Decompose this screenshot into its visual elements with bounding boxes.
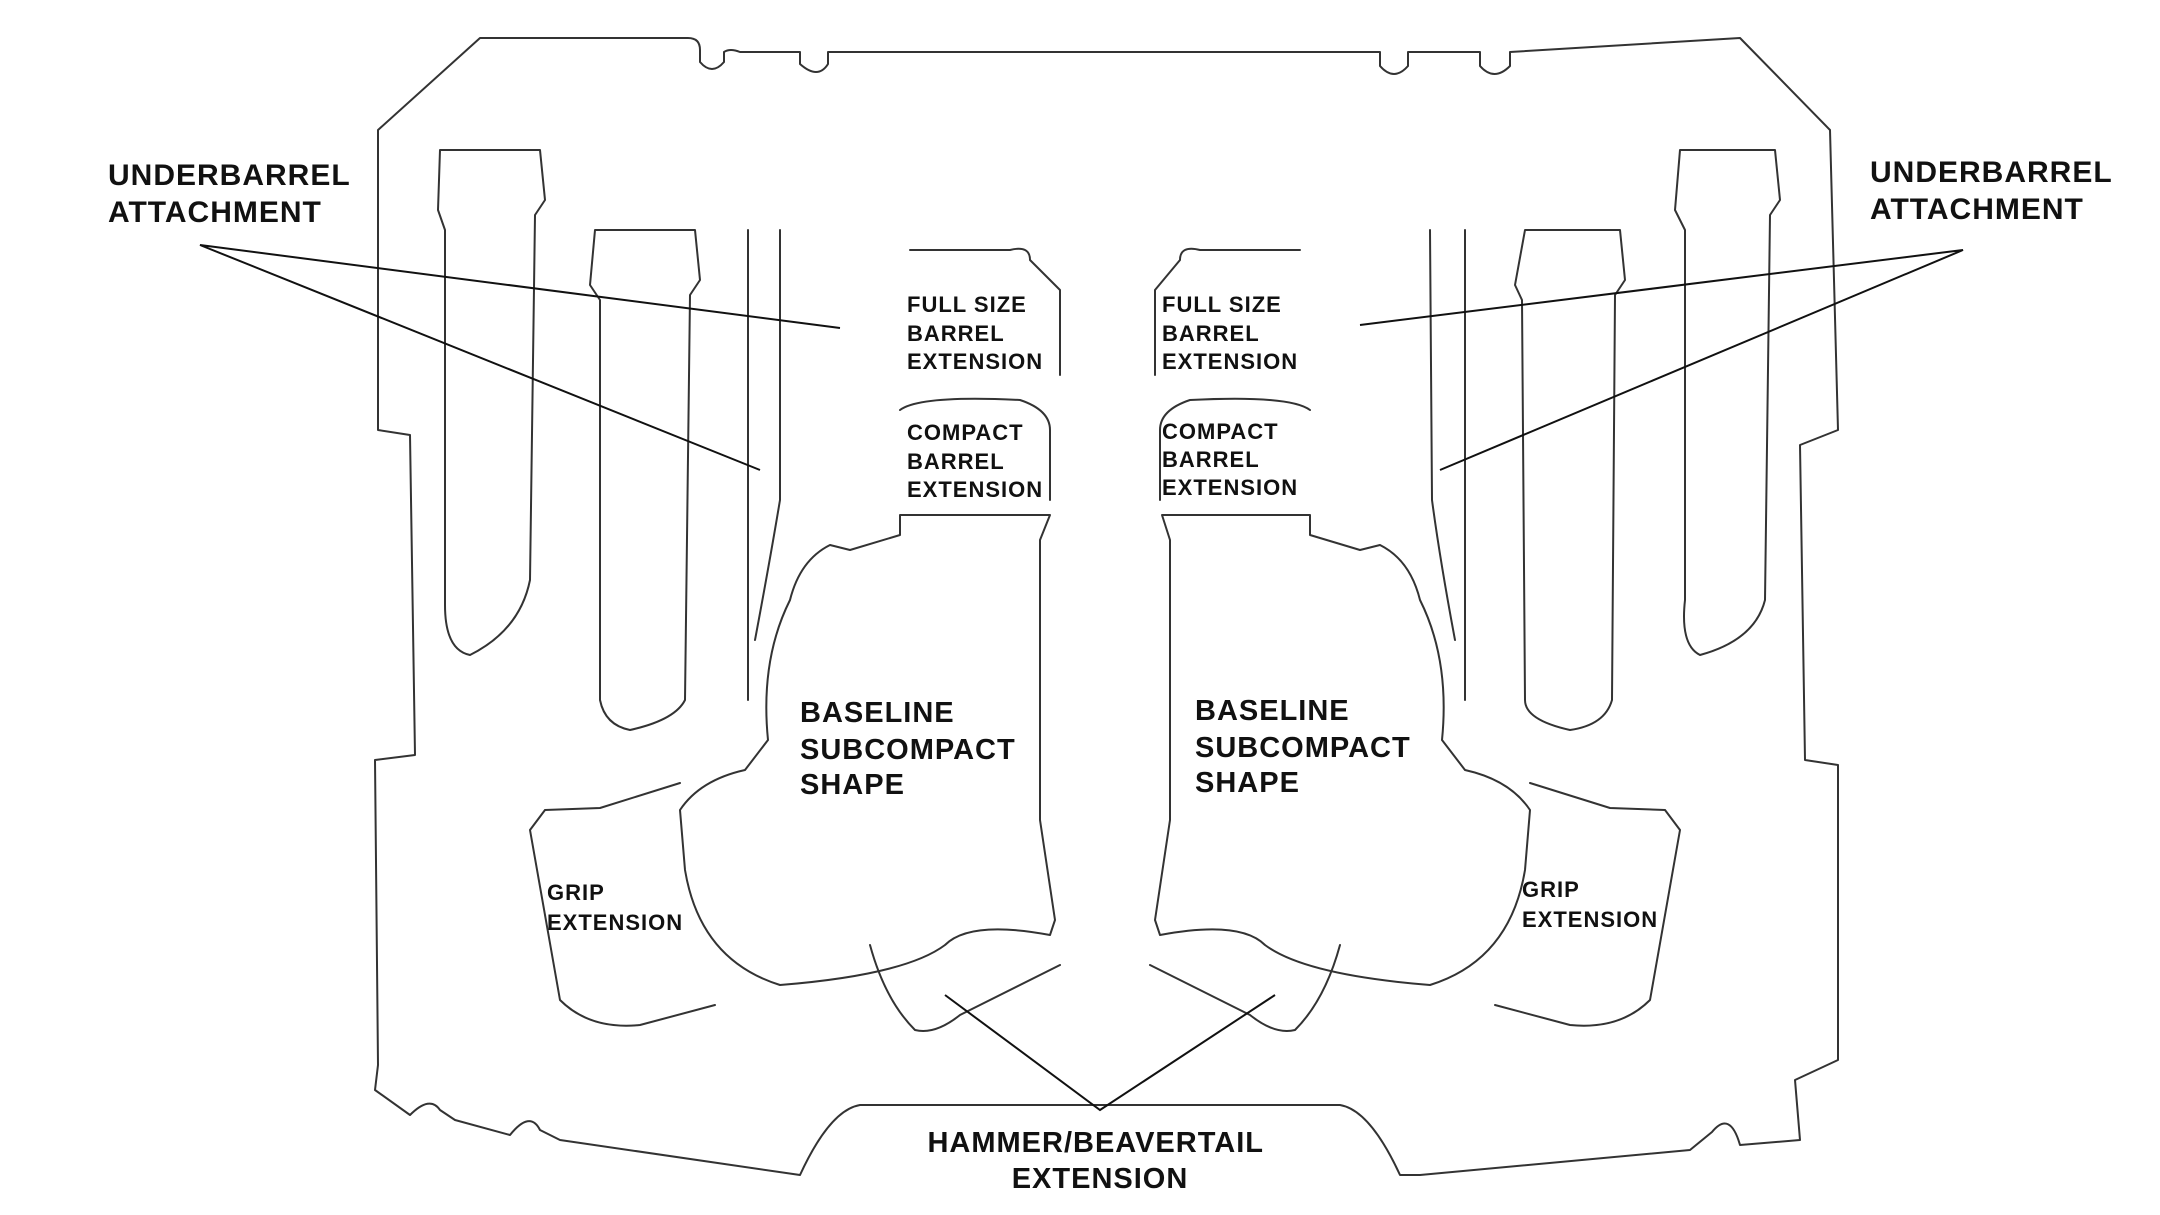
leader-hammer-beavertail xyxy=(944,994,1276,1112)
grip-extension-label-left: GRIP EXTENSION xyxy=(547,880,683,935)
magazine-pocket-right-inner xyxy=(1514,229,1626,731)
magazine-pocket-left-inner xyxy=(589,229,701,731)
compact-barrel-extension-label-right: COMPACT BARREL EXTENSION xyxy=(1162,419,1298,500)
grip-extension-left-outline xyxy=(529,782,716,1027)
full-size-barrel-extension-label-left: FULL SIZE BARREL EXTENSION xyxy=(907,292,1043,374)
compact-barrel-right-outline xyxy=(1159,397,1311,501)
full-size-barrel-extension-label-right: FULL SIZE BARREL EXTENSION xyxy=(1162,292,1298,374)
full-size-barrel-right-outline xyxy=(1154,247,1301,376)
compact-barrel-extension-label-left: COMPACT BARREL EXTENSION xyxy=(907,420,1043,502)
underbarrel-attachment-label-right: UNDERBARREL ATTACHMENT xyxy=(1870,156,2121,226)
hammer-extension-left-outline xyxy=(869,944,1061,1032)
hammer-extension-right-outline xyxy=(1149,944,1341,1032)
leader-underbarrel-right xyxy=(1359,249,1964,471)
compact-barrel-left-outline xyxy=(899,397,1051,501)
underbarrel-attachment-label-left: UNDERBARREL ATTACHMENT xyxy=(108,159,359,229)
grip-extension-label-right: GRIP EXTENSION xyxy=(1522,877,1658,932)
hammer-beavertail-extension-label: HAMMER/BEAVERTAIL EXTENSION xyxy=(927,1127,1272,1195)
baseline-subcompact-right-outline xyxy=(1154,514,1531,986)
magazine-pocket-right-outer xyxy=(1674,149,1781,656)
baseline-subcompact-shape-label-right: BASELINE SUBCOMPACT SHAPE xyxy=(1195,695,1420,799)
leader-underbarrel-left xyxy=(199,244,841,471)
slot-left-2 xyxy=(754,229,781,641)
full-size-barrel-left-outline xyxy=(909,247,1061,376)
baseline-subcompact-shape-label-left: BASELINE SUBCOMPACT SHAPE xyxy=(800,697,1025,801)
baseline-subcompact-left-outline xyxy=(679,514,1056,986)
slot-right-2 xyxy=(1429,229,1456,641)
grip-extension-right-outline xyxy=(1494,782,1681,1027)
tray-outline xyxy=(374,37,1839,1176)
magazine-pocket-left-outer xyxy=(437,149,546,656)
